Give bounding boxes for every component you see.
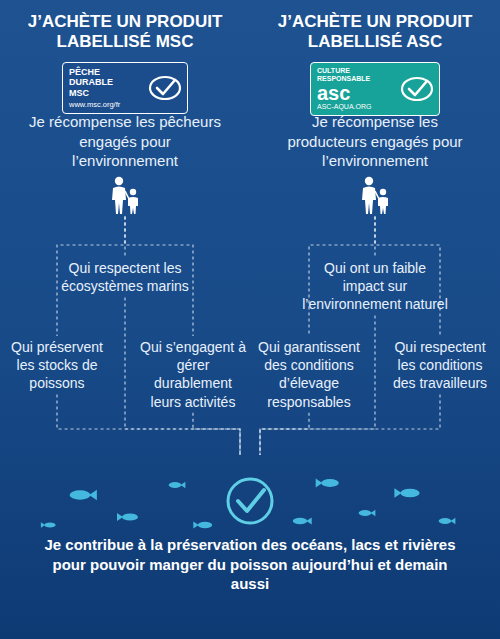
node-text: ASC-AQUA.ORG [317, 103, 393, 111]
criterion-box: Qui s’engagent à gérer durablement leurs… [138, 336, 248, 413]
node-text: PÊCHE DURABLE MSC [69, 67, 121, 98]
dashed-connector [193, 413, 240, 455]
dashed-connector [125, 217, 193, 337]
column-heading: J’ACHÈTE UN PRODUIT LABELLISÉ MSC [10, 10, 240, 55]
check-and-fish [0, 455, 500, 535]
node-text: Je récompense les producteurs engagés po… [277, 112, 473, 171]
reward-box: Je récompense les pêcheurs engagés pour … [25, 110, 225, 217]
node-text: asc [317, 83, 393, 103]
label-logo: PÊCHE DURABLE MSC www.msc.org/fr [62, 62, 188, 114]
dashed-connector [375, 217, 440, 337]
dashed-connector [260, 413, 309, 455]
node-text: Qui garantissent des conditions d’élevag… [258, 338, 360, 411]
node-text: Qui ont un faible impact sur l’environne… [302, 259, 448, 314]
criterion-box: Qui respectent les conditions des travai… [386, 336, 494, 395]
criterion-box: Qui ont un faible impact sur l’environne… [300, 257, 450, 316]
criterion-box: Qui garantissent des conditions d’élevag… [256, 336, 362, 413]
reward-box: Je récompense les producteurs engagés po… [275, 110, 475, 217]
outcome-box: Je contribue à la préservation des océan… [0, 455, 500, 594]
node-text: Je contribue à la préservation des océan… [40, 535, 460, 594]
node-text: CULTURE RESPONSABLE [317, 67, 377, 83]
dashed-connector [57, 217, 125, 337]
label-logo: CULTURE RESPONSABLEascASC-AQUA.ORG [310, 62, 440, 116]
node-text: Qui préservent les stocks de poissons [8, 338, 106, 393]
node-text: Qui respectent les écosystèmes marins [52, 259, 198, 295]
people-icon [105, 175, 145, 215]
node-text: Qui respectent les conditions des travai… [388, 338, 492, 393]
node-text: Je récompense les pêcheurs engagés pour … [27, 112, 223, 171]
logo-symbol [148, 71, 182, 105]
people-icon [355, 175, 395, 215]
criterion-box: Qui préservent les stocks de poissons [6, 336, 108, 395]
dashed-connector [309, 217, 375, 337]
node-text: Qui s’engagent à gérer durablement leurs… [140, 338, 246, 411]
node-text: J’ACHÈTE UN PRODUIT LABELLISÉ MSC [12, 12, 238, 53]
node-text: J’ACHÈTE UN PRODUIT LABELLISÉ ASC [262, 12, 488, 53]
column-heading: J’ACHÈTE UN PRODUIT LABELLISÉ ASC [260, 10, 490, 55]
logo-symbol [400, 72, 434, 106]
criterion-box: Qui respectent les écosystèmes marins [50, 257, 200, 297]
node-text: www.msc.org/fr [69, 100, 141, 109]
